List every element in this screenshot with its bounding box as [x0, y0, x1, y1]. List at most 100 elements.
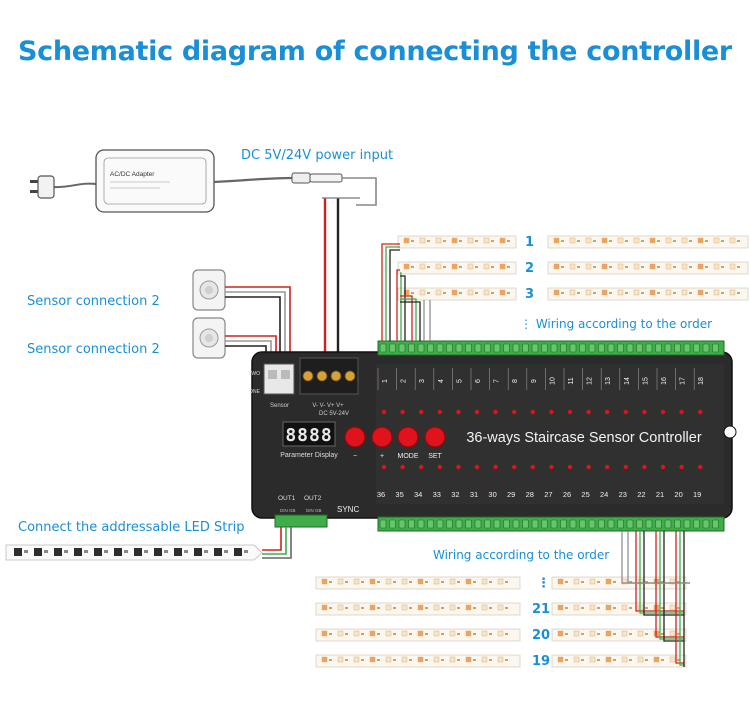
channel-label-bottom: 22	[637, 490, 645, 499]
indicator-led	[549, 409, 554, 415]
strip-number-ellipsis: ⋮	[537, 576, 550, 591]
led-strip	[397, 235, 517, 249]
terminal-screw	[560, 343, 567, 353]
indicator-led	[679, 409, 684, 415]
led-strips	[5, 235, 749, 668]
terminal-screw	[417, 519, 425, 529]
parameter-display: 8888 Parameter Display	[280, 421, 338, 459]
control-buttons: − + MODE SET	[344, 426, 446, 460]
display-digits: 8888	[285, 425, 332, 446]
channel-label-top: 14	[624, 377, 631, 385]
terminal-screw	[655, 343, 662, 353]
set-button[interactable]	[424, 426, 446, 448]
terminal-screw	[664, 519, 672, 529]
indicator-led	[456, 409, 461, 415]
terminal-screw	[398, 343, 406, 353]
terminal-screw	[712, 343, 719, 353]
terminal-screw	[560, 519, 567, 529]
terminal-screw	[465, 343, 472, 353]
indicator-led	[605, 464, 610, 470]
indicator-led	[642, 409, 647, 415]
indicator-led	[493, 464, 498, 470]
led-strip-label: Connect the addressable LED Strip	[18, 520, 245, 535]
terminal-screw	[712, 519, 719, 529]
sensor-ports: TWO ONE Sensor	[248, 363, 295, 409]
indicator-led	[474, 409, 480, 415]
strip-number-3: 3	[525, 287, 535, 302]
strip-number-21: 21	[532, 602, 551, 617]
port-label-one: ONE	[249, 389, 261, 395]
terminal-screw	[503, 519, 510, 529]
indicator-leds	[381, 409, 703, 470]
channel-label-bottom: 33	[433, 490, 441, 499]
led-strip	[547, 235, 749, 249]
terminal-screw	[569, 519, 577, 529]
plus-button[interactable]	[371, 426, 393, 448]
led-strip	[551, 654, 687, 668]
channel-label-bottom: 29	[507, 490, 515, 499]
terminal-screw	[617, 519, 624, 529]
terminal-screw	[617, 343, 624, 353]
indicator-led	[419, 409, 424, 415]
indicator-led	[437, 464, 442, 470]
terminal-screw	[436, 343, 444, 353]
sync-label: SYNC	[337, 505, 359, 514]
terminal-screw	[626, 343, 634, 353]
channel-label-top: 16	[661, 377, 668, 385]
channel-label-top: 17	[680, 377, 687, 385]
terminal-screw	[598, 343, 605, 353]
channel-wires	[381, 243, 690, 667]
led-strip	[551, 602, 687, 616]
channel-label-bottom: 31	[470, 490, 478, 499]
set-label: SET	[428, 453, 442, 460]
terminal-screw	[446, 343, 453, 353]
terminal-screw	[683, 519, 691, 529]
terminal-screw	[579, 519, 586, 529]
ac-dc-adapter: AC/DC Adapter	[95, 149, 215, 213]
terminal-screw	[522, 343, 529, 353]
channel-label-top: 10	[549, 377, 556, 385]
strip-number-1: 1	[525, 235, 535, 250]
indicator-led	[549, 464, 554, 470]
terminal-screw	[474, 343, 482, 353]
sensor-port-label: Sensor	[270, 403, 289, 409]
indicator-led	[512, 409, 517, 415]
terminal-screw	[455, 519, 463, 529]
indicator-led	[586, 409, 591, 415]
channel-label-top: 15	[642, 377, 649, 385]
minus-label: −	[353, 453, 357, 460]
mode-button[interactable]	[397, 426, 419, 448]
indicator-led	[586, 464, 591, 470]
channel-label-bottom: 25	[581, 490, 589, 499]
terminal-screw	[531, 519, 539, 529]
indicator-led	[660, 409, 666, 415]
terminal-screw	[446, 519, 453, 529]
out1-sub: DIN GB	[280, 508, 296, 513]
led-strip	[315, 628, 521, 642]
strip-number-2: 2	[525, 261, 535, 276]
sensor-label-2: Sensor connection 2	[27, 342, 160, 357]
terminal-screw	[389, 519, 396, 529]
controller-name: 36-ways Staircase Sensor Controller	[466, 430, 701, 446]
channel-label-bottom: 19	[693, 490, 701, 499]
plus-label: +	[380, 453, 384, 460]
wiring-order-top-label: ⋮ Wiring according to the order	[520, 317, 713, 331]
channel-label-top: 1	[382, 379, 389, 383]
minus-button[interactable]	[344, 426, 366, 448]
terminal-screw	[693, 343, 700, 353]
terminal-screw	[427, 343, 434, 353]
terminal-screw	[645, 519, 653, 529]
terminal-screw	[693, 519, 700, 529]
terminal-screw	[408, 343, 415, 353]
channel-label-top: 11	[568, 377, 575, 384]
terminal-screw	[522, 519, 529, 529]
port-label-two: TWO	[248, 371, 260, 377]
terminal-screw	[674, 343, 681, 353]
power-input-label: DC 5V/24V power input	[241, 148, 394, 163]
mode-label: MODE	[398, 453, 419, 460]
channel-label-top: 18	[698, 377, 705, 385]
sensor-label-1: Sensor connection 2	[27, 294, 160, 309]
channel-label-bottom: 30	[488, 490, 496, 499]
